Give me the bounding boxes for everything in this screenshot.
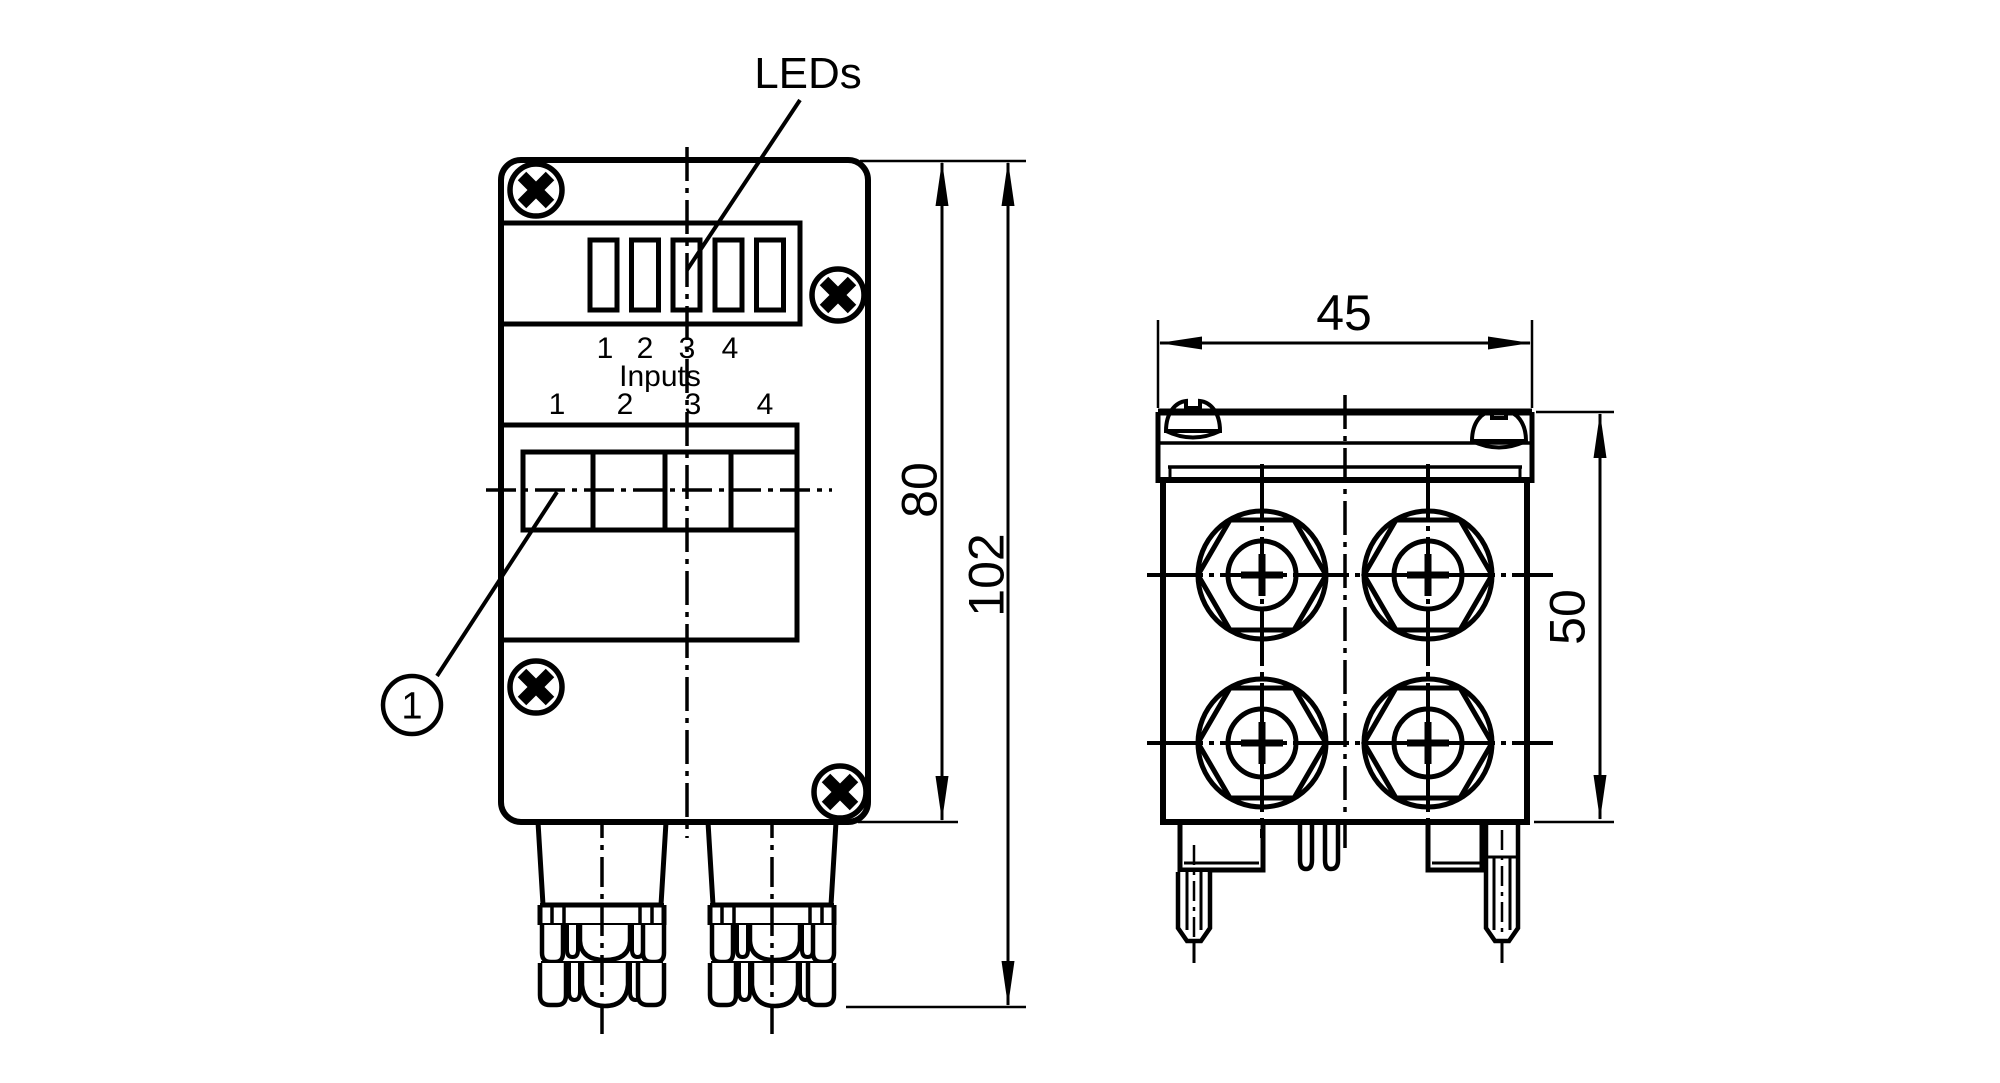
- led-slots: [587, 237, 786, 313]
- callout-1-circle: [380, 673, 444, 737]
- input-number-3: 3: [685, 388, 702, 421]
- led-panel: [498, 220, 803, 327]
- arrow-up-icon: [1001, 161, 1015, 206]
- dim-80: 80: [858, 159, 1026, 824]
- arrow-down-icon: [1593, 775, 1607, 820]
- center-prongs: [1297, 822, 1341, 872]
- led-number-1: 1: [597, 332, 614, 365]
- led-slot-5: [754, 237, 786, 313]
- callout-1-number: 1: [401, 685, 422, 727]
- arrow-right-icon: [1488, 336, 1531, 350]
- leds-label: LEDs: [754, 49, 862, 98]
- dim-45: 45: [1156, 285, 1534, 408]
- leds-leader-line: [685, 98, 802, 272]
- dim-50: 50: [1534, 410, 1614, 824]
- arrow-up-icon: [935, 161, 949, 206]
- front-view: 1 2 3 4 Inputs 1 2 3 4 LEDs: [380, 49, 1026, 1035]
- dim-102-value: 102: [959, 533, 1015, 616]
- input-number-1: 1: [549, 388, 566, 421]
- led-slot-1: [587, 237, 620, 313]
- input-number-4: 4: [757, 388, 774, 421]
- led-number-4: 4: [722, 332, 739, 365]
- led-slot-2: [629, 237, 661, 313]
- mounting-foot-right: [1425, 822, 1521, 963]
- dim-50-value: 50: [1540, 589, 1596, 645]
- dim-45-value: 45: [1316, 285, 1372, 341]
- corner-screw-top-left-icon: [510, 164, 562, 216]
- side-view: 45 50: [1147, 285, 1614, 963]
- mounting-foot-left: [1175, 822, 1266, 963]
- led-slot-4: [712, 237, 745, 313]
- led-numbers: 1 2 3 4: [597, 332, 739, 365]
- input-numbers: 1 2 3 4: [549, 388, 774, 421]
- arrow-up-icon: [1593, 413, 1607, 458]
- dim-102: 102: [846, 161, 1026, 1009]
- arrow-down-icon: [1001, 961, 1015, 1006]
- cap-screw-left-icon: [1164, 399, 1222, 440]
- callout-leader-line: [435, 490, 559, 678]
- arrow-left-icon: [1159, 336, 1202, 350]
- corner-screw-bottom-right-icon: [814, 766, 866, 818]
- arrow-down-icon: [935, 776, 949, 821]
- corner-screw-bottom-left-icon: [510, 661, 562, 713]
- led-number-2: 2: [637, 332, 654, 365]
- corner-screw-right-icon: [812, 269, 864, 321]
- input-number-2: 2: [617, 388, 634, 421]
- dim-80-value: 80: [892, 462, 948, 518]
